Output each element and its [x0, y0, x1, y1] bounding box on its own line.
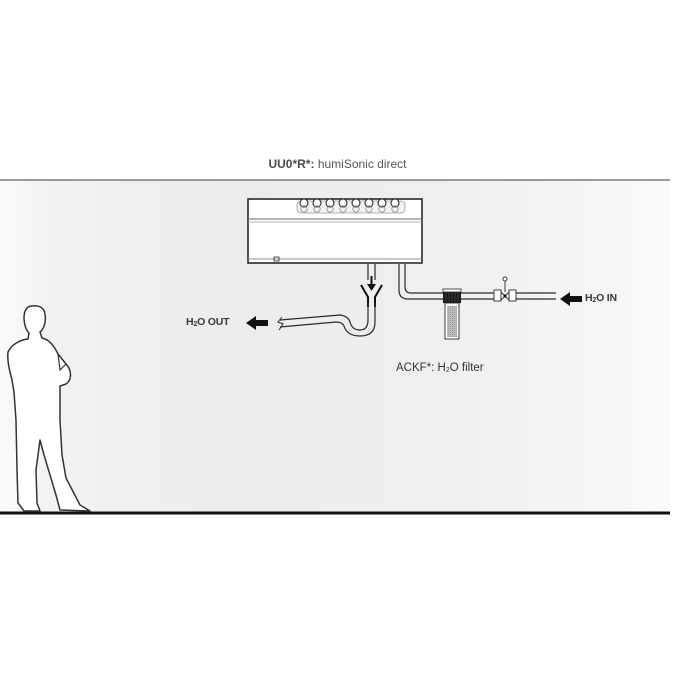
humidifier-unit — [247, 198, 423, 264]
water-out-label: H2O OUT — [186, 316, 230, 328]
water-in-label-subscript: 2 — [592, 297, 597, 304]
nozzle-icons — [299, 198, 400, 208]
title-product-code: UU0*R*: — [268, 157, 315, 171]
drain-siphon-pipe — [277, 303, 376, 337]
water-filter — [442, 288, 462, 340]
water-in-label-suffix: O IN — [596, 292, 617, 304]
filter-label-prefix: H — [437, 362, 446, 374]
filter-label-code: ACKF*: — [396, 362, 435, 374]
drain-outlet-pipe — [367, 264, 376, 280]
filter-label-subscript: 2 — [445, 367, 450, 374]
title-product-name: humiSonic direct — [317, 157, 407, 171]
filter-label-suffix: O filter — [449, 362, 484, 374]
water-supply-pipe — [398, 264, 556, 300]
shutoff-valve — [493, 276, 517, 302]
person-figure — [7, 305, 91, 512]
water-in-label: H2O IN — [585, 292, 617, 304]
water-out-arrow-icon — [246, 316, 268, 330]
filter-label: ACKF*: H2O filter — [396, 362, 484, 374]
water-in-arrow-icon — [560, 292, 582, 306]
water-out-label-subscript: 2 — [193, 321, 198, 328]
diagram-title: UU0*R*: humiSonic direct — [0, 157, 675, 171]
water-out-label-prefix: H — [186, 316, 194, 328]
water-in-label-prefix: H — [585, 292, 593, 304]
water-out-label-suffix: O OUT — [197, 316, 230, 328]
drip-arrow-icon — [367, 276, 376, 291]
